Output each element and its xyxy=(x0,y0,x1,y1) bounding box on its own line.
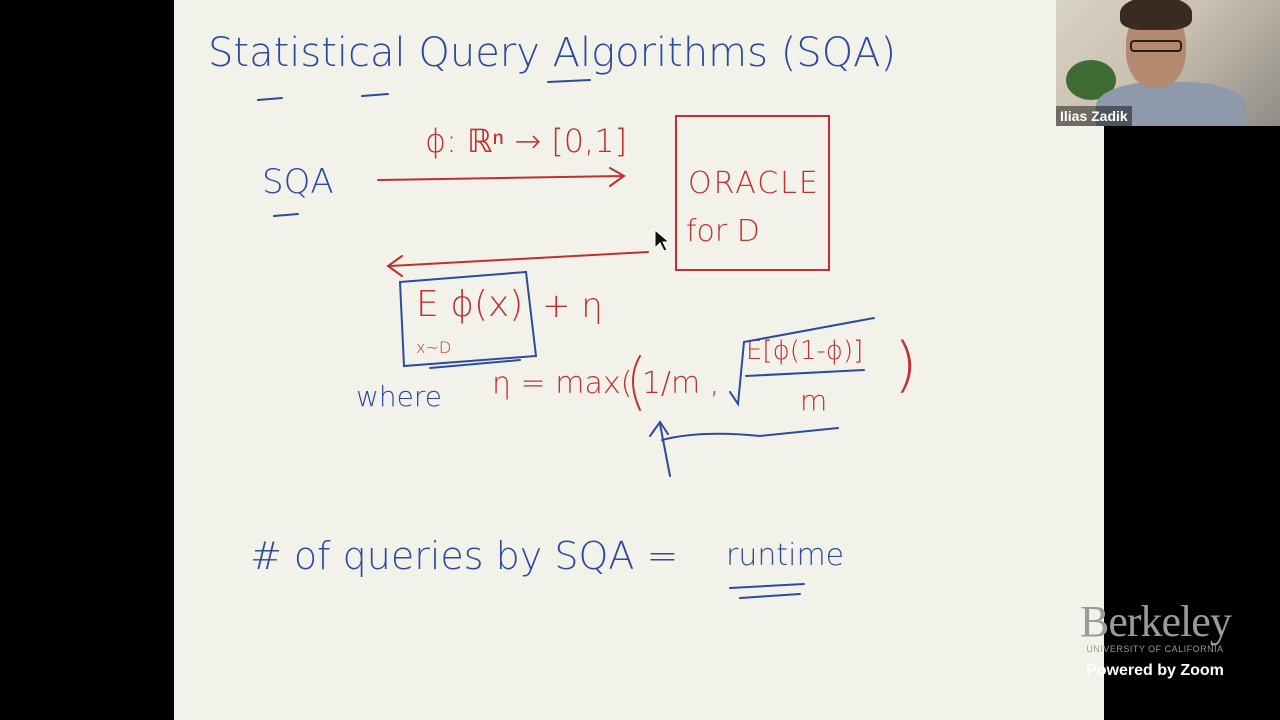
query-function: ϕ: ℝⁿ → [0,1] xyxy=(425,122,628,160)
expectation: E ϕ(x) xyxy=(416,284,524,325)
where-label: where xyxy=(356,380,442,413)
eta-definition: η = max( 1/m , xyxy=(492,366,720,401)
participant-name: Ilias Zadik xyxy=(1056,106,1132,126)
shirt xyxy=(1096,82,1246,126)
close-paren: ) xyxy=(894,330,918,400)
oracle-for-d: for D xyxy=(686,214,760,249)
berkeley-logo: Berkeley xyxy=(1080,597,1232,646)
berkeley-subtitle: UNIVERSITY OF CALIFORNIA xyxy=(1086,644,1224,654)
glasses xyxy=(1130,40,1182,52)
powered-by-zoom: Powered by Zoom xyxy=(1086,662,1224,679)
board-title: Statistical Query Algorithms (SQA) xyxy=(208,30,897,76)
expectation-subscript: x~D xyxy=(416,338,452,357)
sqrt-numerator: E[ϕ(1-ϕ)] xyxy=(746,336,864,366)
sqa-label: SQA xyxy=(262,162,334,202)
berkeley-watermark: Berkeley UNIVERSITY OF CALIFORNIA Powere… xyxy=(1080,597,1232,680)
queries-equation: # of queries by SQA = xyxy=(250,534,679,578)
runtime-label: runtime xyxy=(726,538,845,573)
sqrt-denominator: m xyxy=(800,384,828,417)
whiteboard xyxy=(174,0,1104,720)
hair xyxy=(1120,0,1192,30)
participant-video[interactable]: Ilias Zadik xyxy=(1056,0,1280,126)
oracle-label: ORACLE xyxy=(688,166,820,201)
plus-eta: + η xyxy=(542,286,603,326)
